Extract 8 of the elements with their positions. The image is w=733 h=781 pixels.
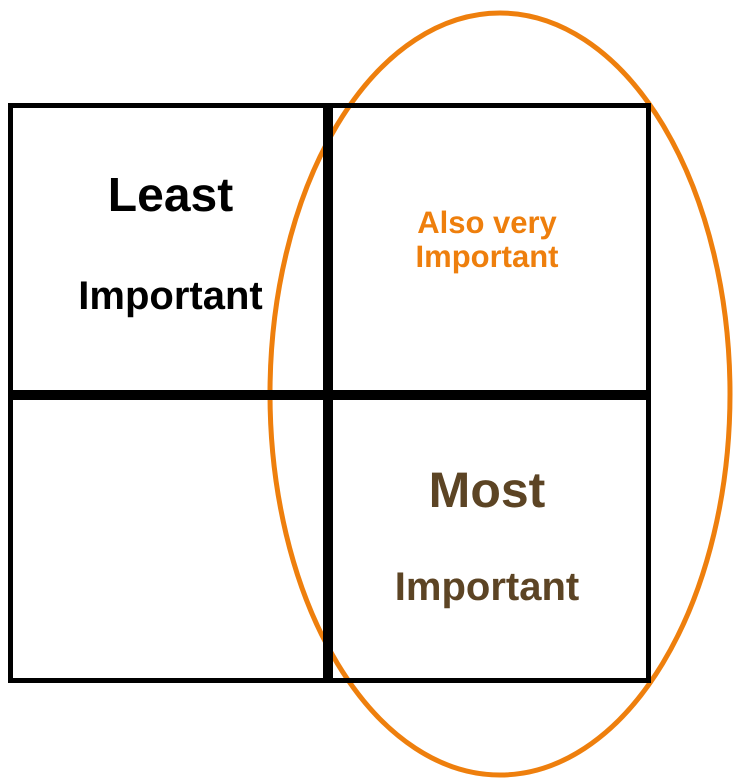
highlight-ellipse — [267, 10, 733, 778]
heading: Most — [428, 463, 546, 518]
empty-quadrant-cell — [8, 390, 333, 683]
heading: Least — [106, 170, 234, 223]
label-text: Also very Important — [414, 206, 560, 274]
subheading: Important — [77, 274, 264, 318]
quadrant-cell — [8, 103, 333, 400]
subheading: Important — [394, 565, 580, 609]
